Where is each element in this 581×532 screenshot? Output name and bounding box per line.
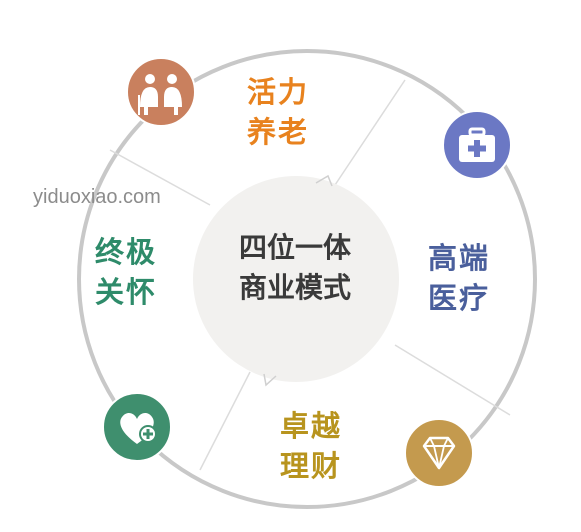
segment-line1: 终极 bbox=[95, 235, 158, 269]
diamond-icon bbox=[404, 418, 474, 488]
watermark: yiduoxiao.com bbox=[33, 186, 161, 208]
segment-line2: 养老 bbox=[247, 115, 310, 149]
medical-kit-icon bbox=[442, 110, 512, 180]
center-circle bbox=[193, 176, 399, 382]
segment-line1: 活力 bbox=[247, 75, 310, 109]
center-label: 四位一体 商业模式 bbox=[210, 228, 380, 308]
segment-line2: 关怀 bbox=[95, 275, 158, 309]
segment-line2: 医疗 bbox=[428, 281, 491, 315]
segment-line2: 理财 bbox=[280, 449, 343, 483]
divider-line bbox=[199, 371, 251, 471]
heart-plus-icon bbox=[102, 392, 172, 462]
divider-line bbox=[334, 79, 406, 186]
segment-label-vitality: 活力 养老 bbox=[247, 72, 309, 152]
center-line1: 四位一体 bbox=[238, 231, 351, 264]
arrow-notch bbox=[263, 373, 277, 387]
segment-line1: 卓越 bbox=[280, 409, 343, 443]
segment-label-finance: 卓越 理财 bbox=[280, 406, 342, 486]
center-line2: 商业模式 bbox=[238, 271, 351, 304]
elderly-couple-icon bbox=[126, 57, 196, 127]
segment-line1: 高端 bbox=[428, 241, 491, 275]
divider-line bbox=[109, 149, 211, 206]
arrow-notch bbox=[315, 174, 333, 187]
segment-label-medical: 高端 医疗 bbox=[428, 238, 490, 318]
segment-label-care: 终极 关怀 bbox=[95, 232, 157, 312]
divider-line bbox=[394, 344, 511, 416]
